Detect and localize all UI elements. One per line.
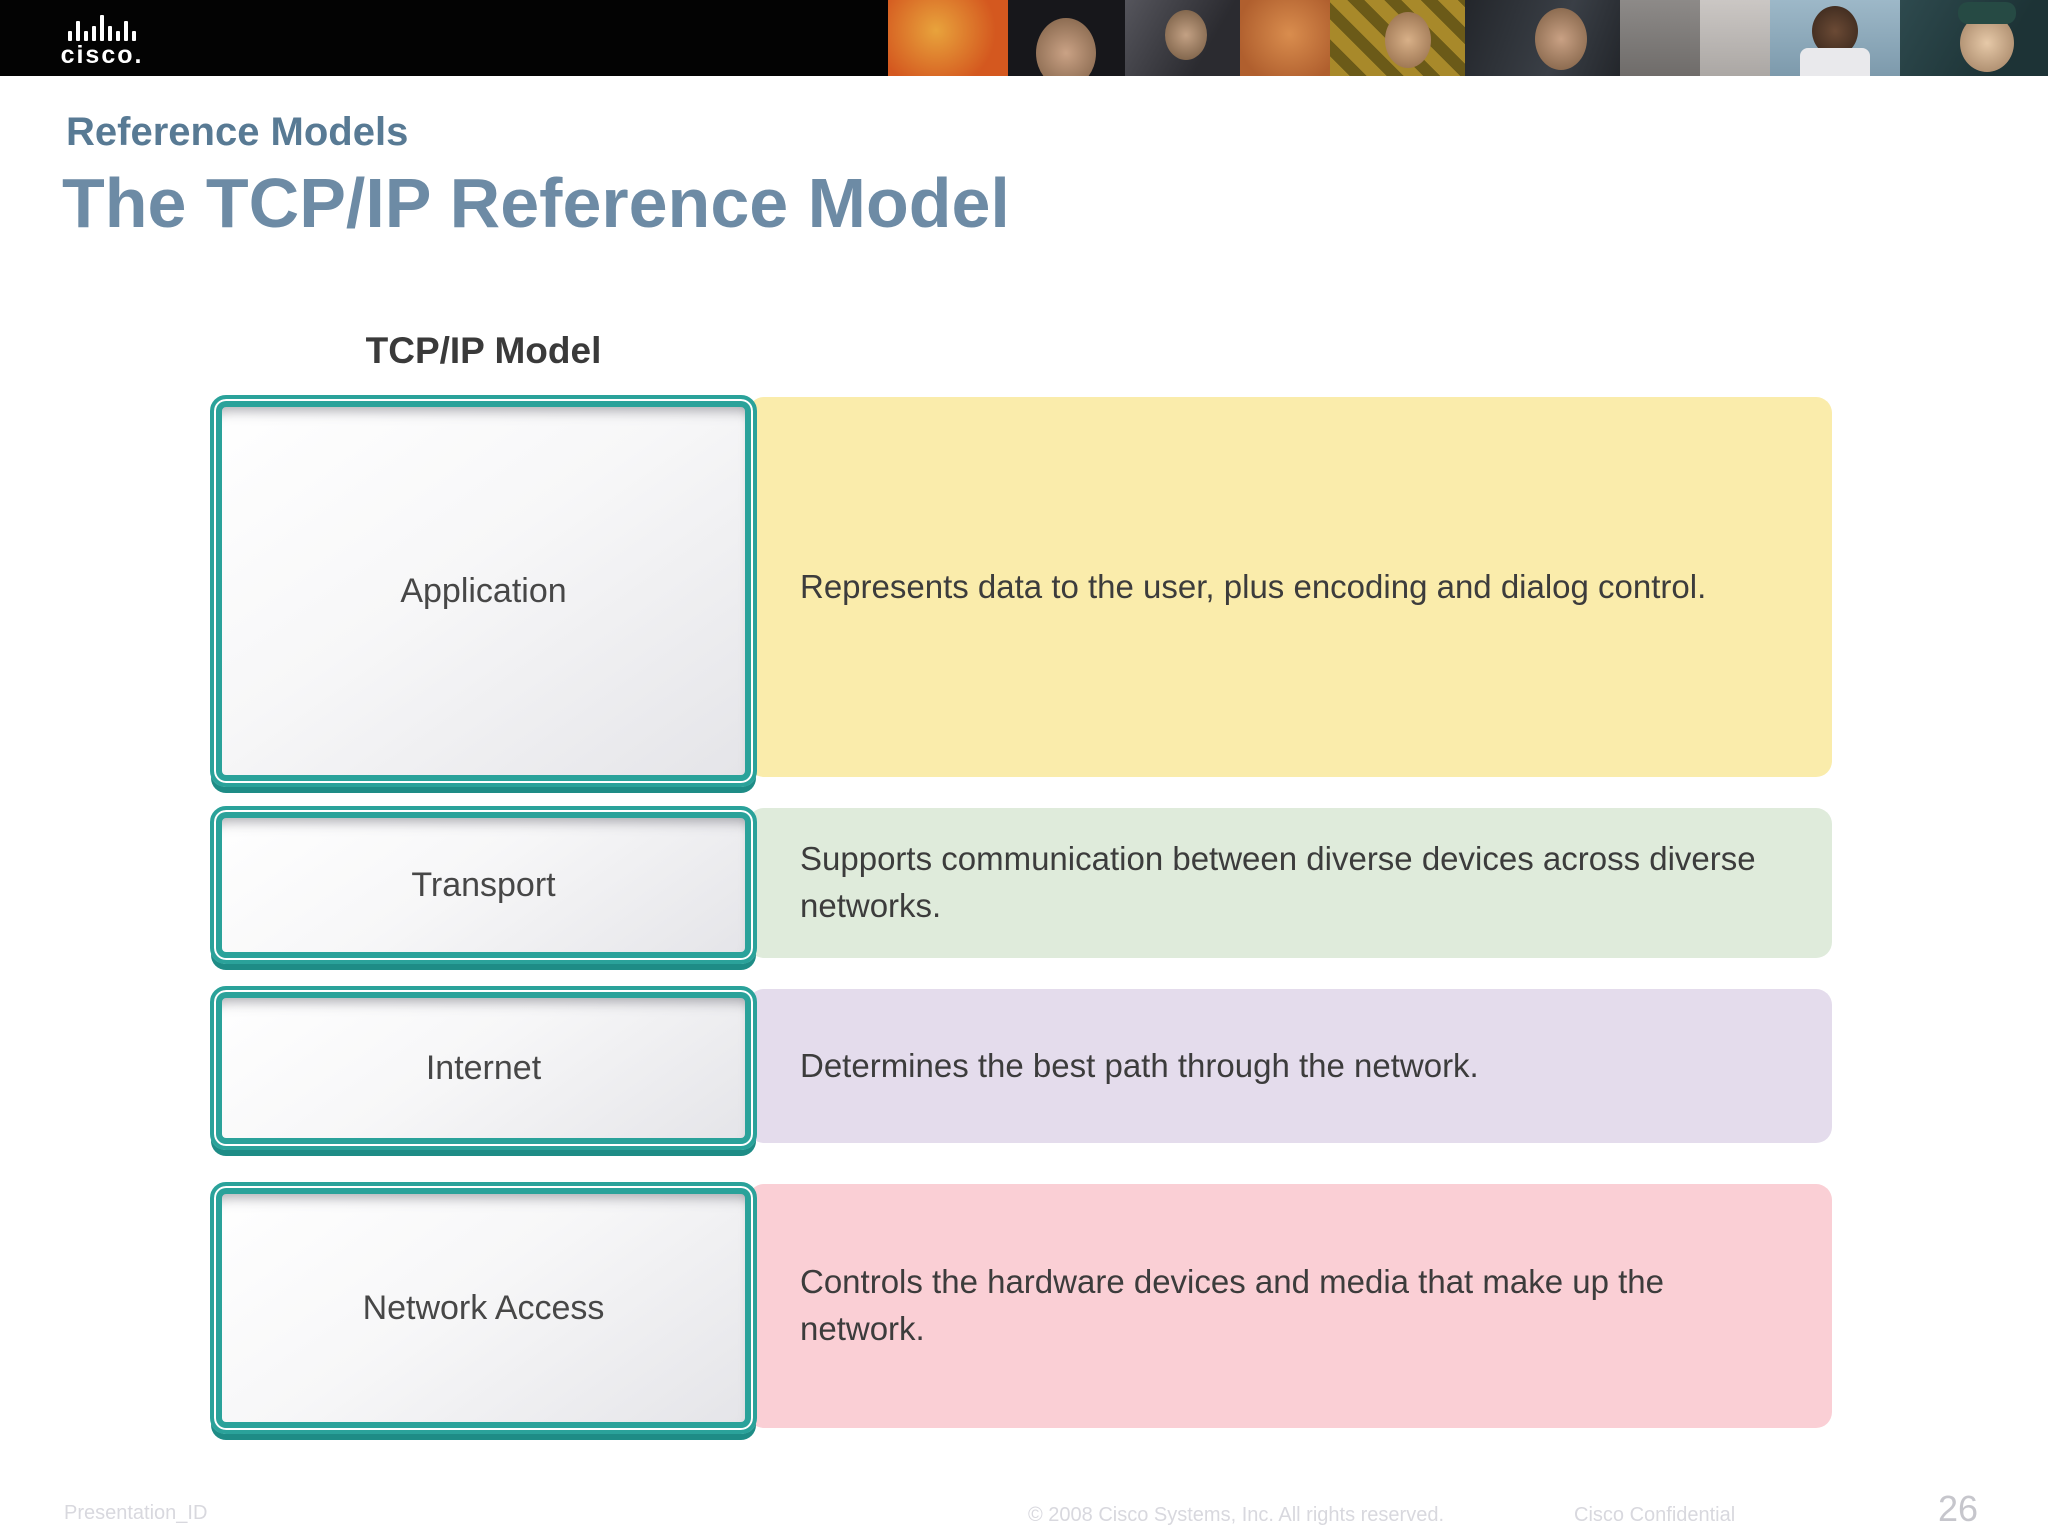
- collage-photo: [1770, 0, 1900, 76]
- description-box-transport: Supports communication between diverse d…: [748, 808, 1832, 958]
- description-box-internet: Determines the best path through the net…: [748, 989, 1832, 1143]
- collage-photo: [1330, 0, 1465, 76]
- cisco-logo: cisco.: [42, 10, 162, 68]
- footer-copyright: © 2008 Cisco Systems, Inc. All rights re…: [1028, 1504, 1445, 1526]
- cisco-logo-bars-icon: [68, 13, 136, 41]
- section-label: Reference Models: [66, 110, 409, 154]
- layer-label: Transport: [411, 865, 556, 904]
- description-text: Controls the hardware devices and media …: [800, 1263, 1664, 1347]
- layer-label: Application: [400, 571, 567, 610]
- layer-box-network-access: Network Access: [210, 1182, 757, 1434]
- collage-photo: [1700, 0, 1770, 76]
- description-box-network-access: Controls the hardware devices and media …: [748, 1184, 1832, 1428]
- layer-label: Internet: [425, 1048, 542, 1087]
- collage-photo: [1008, 0, 1125, 76]
- layer-label: Network Access: [362, 1288, 605, 1327]
- page-title: The TCP/IP Reference Model: [62, 164, 1010, 242]
- collage-photo: [1465, 0, 1620, 76]
- description-text: Represents data to the user, plus encodi…: [800, 567, 1707, 605]
- collage-photo: [1240, 0, 1330, 76]
- collage-photo: [888, 0, 1008, 76]
- footer-confidential: Cisco Confidential: [1574, 1504, 1736, 1526]
- layer-box-application: Application: [210, 395, 757, 787]
- collage-photo: [1900, 0, 2048, 76]
- collage-photo: [1125, 0, 1240, 76]
- collage-photo: [1620, 0, 1700, 76]
- layer-box-transport: Transport: [210, 806, 757, 964]
- layer-box-internet: Internet: [210, 986, 757, 1150]
- description-text: Determines the best path through the net…: [800, 1046, 1479, 1084]
- footer-presentation-id: Presentation_ID: [64, 1502, 208, 1524]
- description-text: Supports communication between diverse d…: [800, 840, 1756, 924]
- description-box-application: Represents data to the user, plus encodi…: [748, 397, 1832, 777]
- footer-page-number: 26: [1938, 1488, 1979, 1529]
- cisco-logo-text: cisco.: [60, 41, 144, 69]
- diagram-column-title: TCP/IP Model: [365, 330, 602, 371]
- top-banner: cisco.: [0, 0, 2048, 76]
- banner-photo-collage: [888, 0, 2048, 76]
